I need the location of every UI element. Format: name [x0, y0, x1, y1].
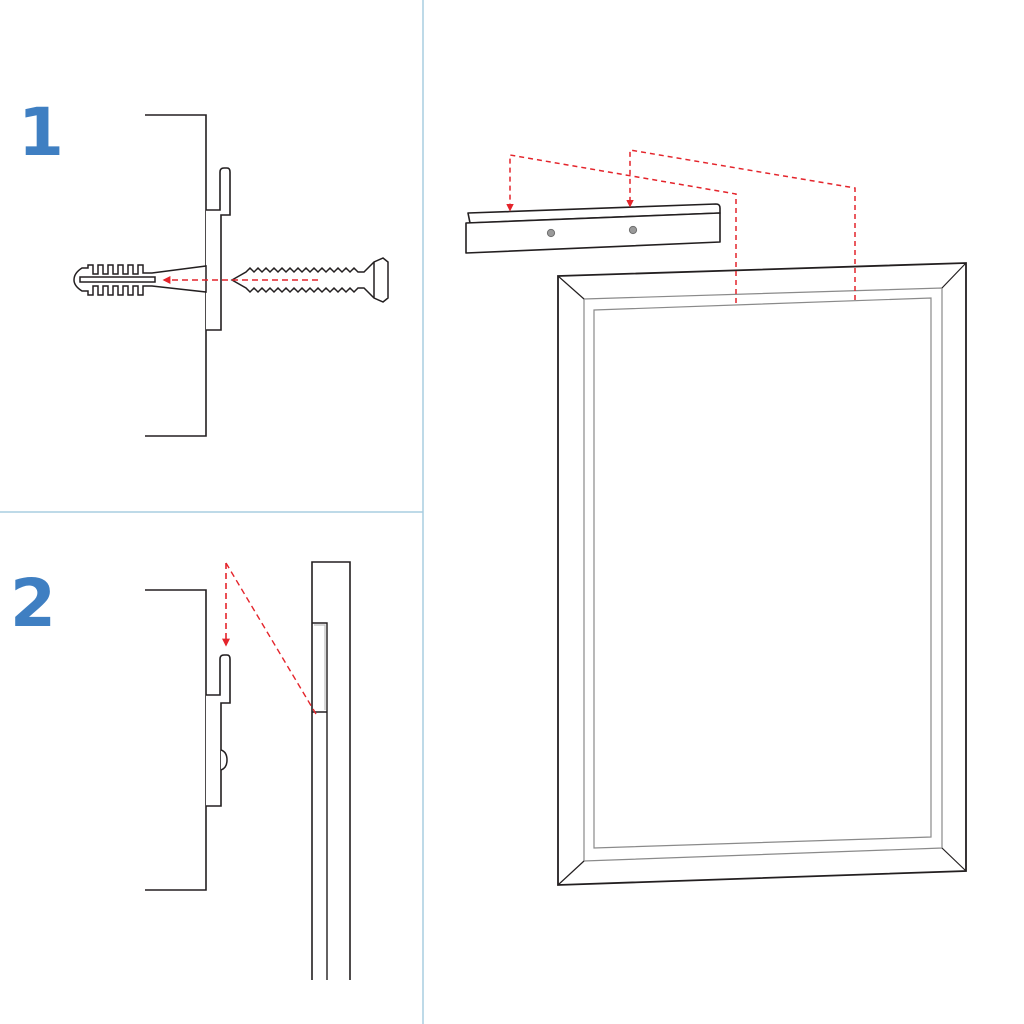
panel-dividers: [0, 0, 424, 1024]
mirror-side-profile: [311, 561, 351, 980]
rail-screw-right: [628, 225, 638, 235]
mirror-hook-inner: [314, 624, 326, 710]
frame-miter-lines: [557, 262, 967, 886]
wall-plug: [73, 264, 207, 296]
guide-right: [626, 149, 856, 300]
rail-screw-left: [546, 228, 556, 238]
alignment-guides: [506, 149, 856, 303]
guide-left: [506, 154, 737, 303]
screw: [230, 257, 389, 303]
main-view-panel: [465, 149, 967, 886]
rail-section-2: [206, 654, 231, 807]
step-2-panel: 2: [10, 561, 351, 980]
mirror-hook-profile: [312, 622, 328, 980]
hook-guide-line: [225, 562, 317, 715]
mirror-frame: [557, 262, 967, 886]
mounting-rail: [465, 203, 721, 254]
step-2-number: 2: [10, 565, 56, 642]
screw-head-side: [220, 749, 228, 771]
rail-section: [206, 167, 231, 331]
step-1-panel: 1: [18, 94, 389, 437]
wall-profile-2: [145, 589, 207, 891]
frame-inner: [593, 297, 932, 849]
step-1-number: 1: [18, 94, 64, 171]
